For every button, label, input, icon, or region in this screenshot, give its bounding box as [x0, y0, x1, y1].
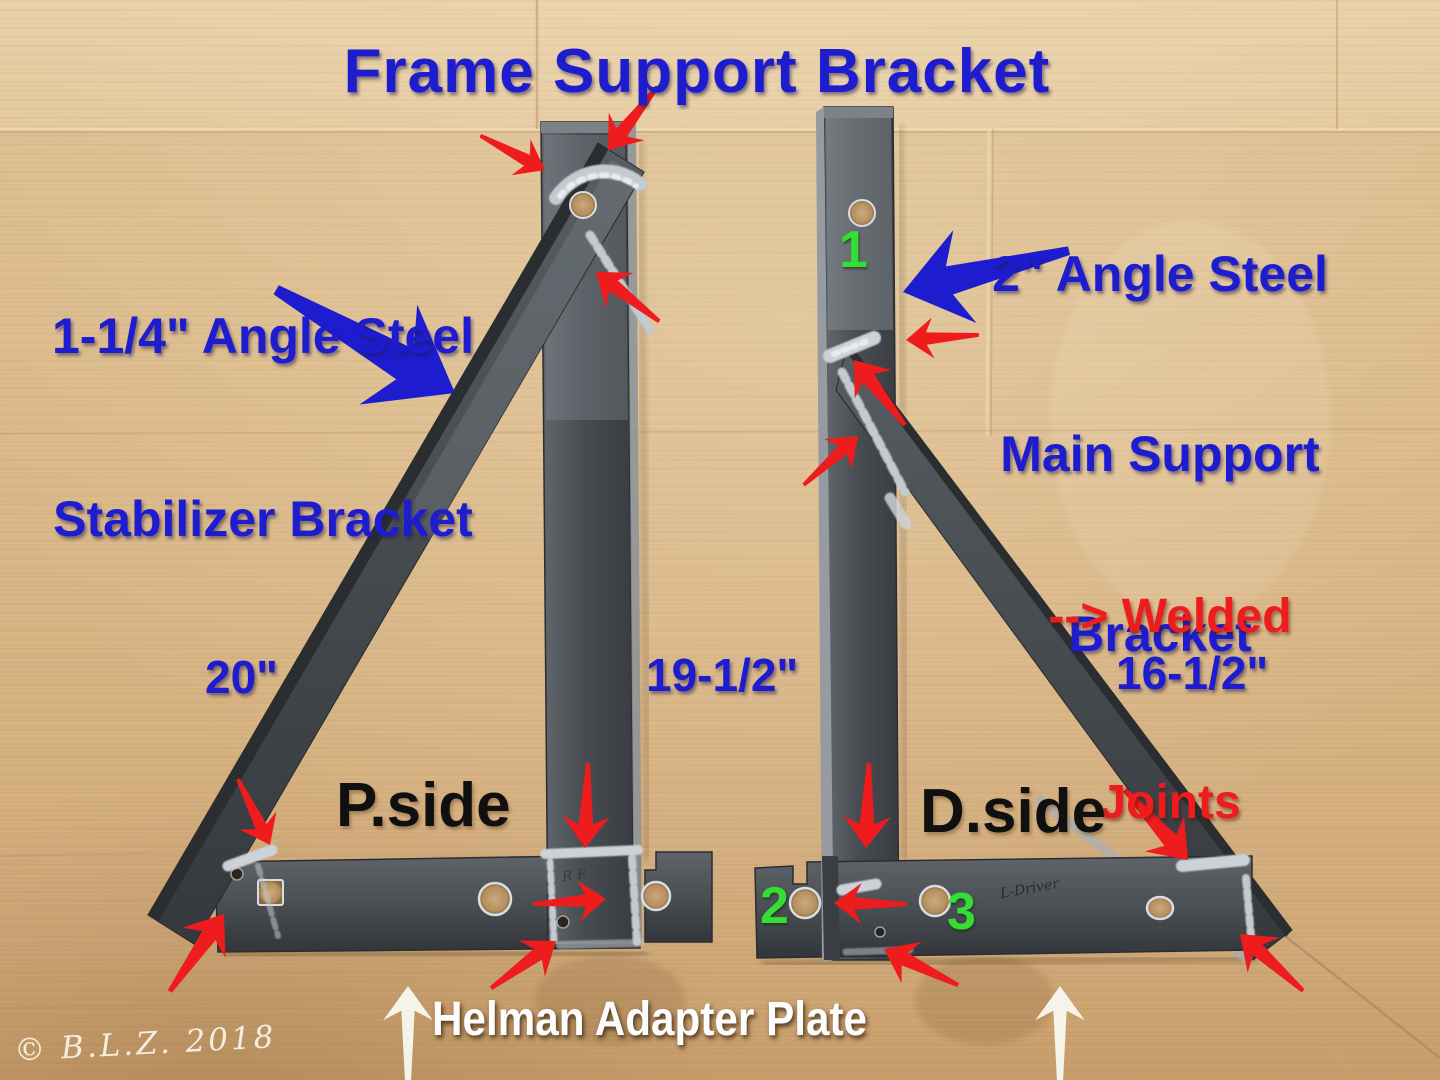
weld-marker-3: 3 [947, 883, 976, 941]
weld-marker-1: 1 [839, 221, 868, 279]
welded-joints-label: --> Welded Joints [1015, 462, 1325, 896]
passenger-side-label: P.side [336, 771, 511, 840]
helman-adapter-plate-label: Helman Adapter Plate [432, 993, 868, 1046]
stabilizer-label-line2: Stabilizer Bracket [53, 491, 473, 547]
measurement-right-stabilizer: 16-1/2" [1116, 647, 1269, 699]
measurement-left-stabilizer: 20" [205, 651, 278, 703]
stabilizer-bracket-label: 1-1/4" Angle Steel Stabilizer Bracket [13, 184, 513, 611]
main-support-label-line2: Main Support [1000, 426, 1320, 482]
main-support-label-line1: 2" Angle Steel [992, 246, 1328, 302]
white-arrow-icon [383, 986, 433, 1080]
weld-seams-left [222, 164, 655, 950]
handwriting-left-plate: R F [561, 866, 588, 886]
right-bracket [754, 106, 1293, 968]
welded-joints-line1: --> Welded [1048, 590, 1292, 643]
main-support-bracket-label: 2" Angle Steel Main Support Bracket [955, 124, 1365, 724]
main-support-label-line3: Bracket [1068, 606, 1252, 662]
page-title: Frame Support Bracket [343, 37, 1051, 106]
driver-side-label: D.side [920, 777, 1107, 846]
stabilizer-label-line1: 1-1/4" Angle Steel [52, 308, 474, 364]
left-bracket [147, 121, 713, 960]
welded-joints-line2: Joints [1099, 776, 1241, 829]
weld-marker-2: 2 [760, 877, 789, 935]
measurement-main-support: 19-1/2" [646, 649, 799, 701]
